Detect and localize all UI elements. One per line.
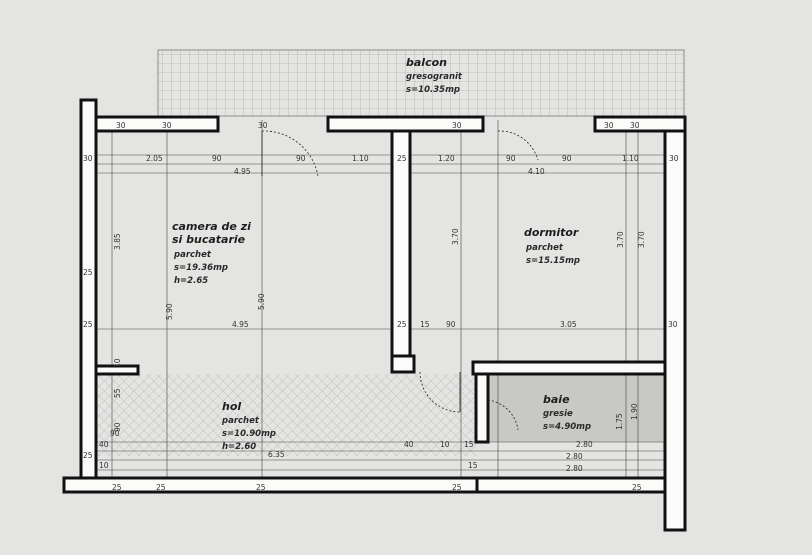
svg-text:h=2.60: h=2.60 [222,442,256,452]
dim-top-2: 90 [212,154,222,163]
dim-mid-2: 15 [420,320,430,329]
dim-bwall-4: 25 [632,483,642,492]
balcony-area [157,49,685,117]
svg-text:s=10.35mp: s=10.35mp [406,85,460,95]
dim-top-5: 25 [397,154,407,163]
dim-left-4: 55 [113,388,122,398]
dim-top-8: 90 [562,154,572,163]
svg-text:s=4.90mp: s=4.90mp [543,422,591,432]
dim-bottom-1: 40 [404,440,414,449]
dim-vert-1: 5.90 [165,303,174,320]
dim-left-8: 15 [468,461,478,470]
svg-text:parchet: parchet [525,243,564,253]
label-bathroom: baie gresie s=4.90mp [543,393,591,432]
dim-bwall-1: 25 [156,483,166,492]
svg-text:s=19.36mp: s=19.36mp [174,263,228,273]
dims-top-row: 30 2.05 90 90 1.10 25 1.20 90 90 1.10 30… [83,121,679,176]
dim-wall-5: 30 [630,121,640,130]
bathroom-floor [488,372,663,442]
dim-top-10: 30 [669,154,679,163]
dim-vert-3: 3.70 [451,228,460,245]
dim-top-4: 1.10 [352,154,369,163]
dim-top-9: 1.10 [622,154,639,163]
hall-floor [96,374,476,456]
svg-text:gresogranit: gresogranit [406,72,463,82]
label-living-kitchen: camera de zi si bucatarie parchet s=19.3… [172,220,251,286]
dim-left-1: 25 [83,320,93,329]
dim-total-1: 4.10 [528,167,545,176]
svg-text:s=15.15mp: s=15.15mp [526,256,580,266]
dims-bath: 2.80 2.80 2.80 [566,440,593,473]
label-balcony: balcon gresogranit s=10.35mp [406,56,463,95]
dim-wall-2: 30 [258,121,268,130]
dim-wall-1: 30 [162,121,172,130]
door-swings [261,130,539,431]
dim-top-6: 1.20 [438,154,455,163]
dim-bottom-0: 6.35 [268,450,285,459]
dim-left-7: 10 [99,461,109,470]
dims-mid-row: 4.95 25 15 90 3.05 30 [232,320,678,329]
dim-bottom-2: 10 [440,440,450,449]
dim-mid-0: 4.95 [232,320,249,329]
dim-bath-2: 2.80 [566,464,583,473]
dim-total-0: 4.95 [234,167,251,176]
svg-text:baie: baie [543,393,570,406]
dim-left-6: 90 [110,429,120,438]
dim-mid-3: 90 [446,320,456,329]
dim-mid-4: 3.05 [560,320,577,329]
dim-wall-0: 30 [116,121,126,130]
dim-bwall-3: 25 [452,483,462,492]
dim-bath-1: 2.80 [566,452,583,461]
svg-text:camera de zi: camera de zi [172,220,251,233]
dim-mid-1: 25 [397,320,407,329]
svg-text:gresie: gresie [543,409,573,419]
svg-text:s=10.90mp: s=10.90mp [222,429,276,439]
dims-bottom-row: 6.35 40 10 15 25 25 25 25 25 [112,440,642,492]
dim-left-2: 90 [113,422,122,432]
dim-bwall-0: 25 [112,483,122,492]
dim-left-3: 10 [113,358,122,368]
dim-wall-3: 30 [452,121,462,130]
dim-top-7: 90 [506,154,516,163]
dim-bwall-2: 25 [256,483,266,492]
dim-mid-5: 30 [668,320,678,329]
dim-bath-0: 2.80 [576,440,593,449]
dim-vert-6: 1.90 [630,403,639,420]
svg-text:h=2.65: h=2.65 [174,276,208,286]
dim-vert-0: 3.85 [113,233,122,250]
dim-bottom-3: 15 [464,440,474,449]
dim-left-0: 25 [83,268,93,277]
svg-text:balcon: balcon [406,56,447,69]
dim-wall-4: 30 [604,121,614,130]
walls [62,98,687,532]
dim-top-0: 30 [83,154,93,163]
svg-text:parchet: parchet [173,250,212,260]
dim-top-3: 90 [296,154,306,163]
dim-vert-5: 3.70 [637,231,646,248]
svg-text:hol: hol [222,400,241,413]
dims-left-side: 25 25 90 10 55 40 90 10 15 25 [83,268,478,470]
label-hall: hol parchet s=10.90mp h=2.60 [221,400,276,452]
svg-text:dormitor: dormitor [524,226,579,239]
dim-left-9: 25 [83,451,93,460]
svg-text:parchet: parchet [221,416,260,426]
label-bedroom: dormitor parchet s=15.15mp [524,226,580,266]
dim-vert-4: 3.70 [616,231,625,248]
dim-top-1: 2.05 [146,154,163,163]
dim-vert-7: 1.75 [615,413,624,430]
dims-vertical: 3.85 5.90 5.90 3.70 3.70 3.70 1.90 1.75 [113,228,646,430]
dim-vert-2: 5.90 [257,293,266,310]
dim-left-5: 40 [99,440,109,449]
svg-text:si bucatarie: si bucatarie [172,233,246,246]
